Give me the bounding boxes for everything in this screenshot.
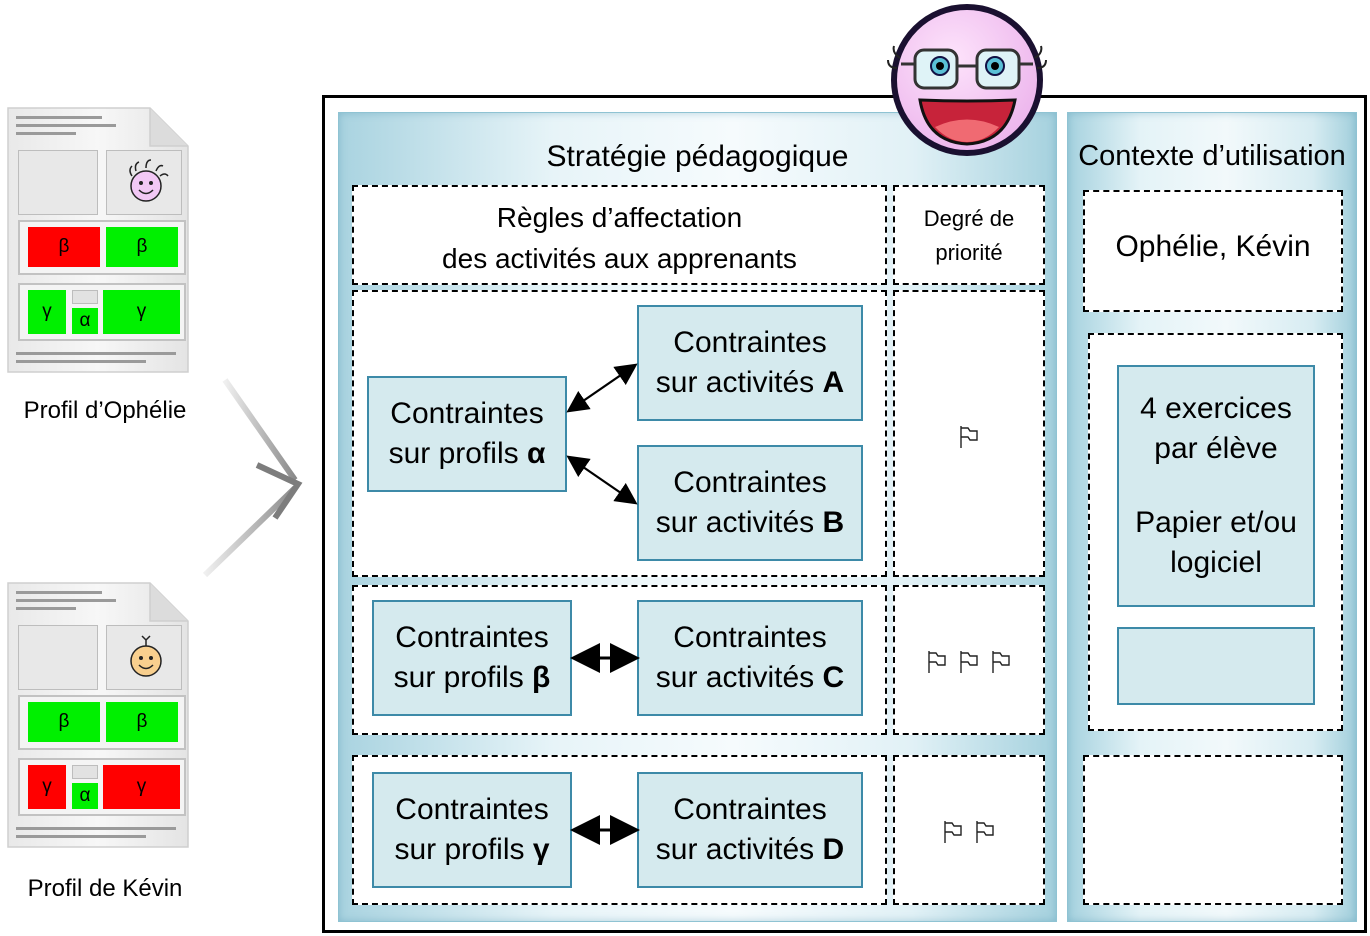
teacher-face-icon — [887, 4, 1047, 156]
boy-face-icon — [130, 635, 162, 677]
priority-header-box — [893, 185, 1045, 285]
priority-header-line: Degré de — [923, 206, 1015, 231]
profile-caption: Profil de Kévin — [27, 875, 183, 902]
context-title: Contexte d’utilisation — [1078, 140, 1346, 172]
flag-icon — [992, 651, 1010, 673]
settings-line: 4 exercices — [1140, 392, 1292, 425]
profile-avatar-frame — [106, 625, 182, 690]
constraint-key: C — [822, 661, 845, 694]
constraint-key: A — [822, 366, 845, 399]
constraint-subtitle: sur profils β — [393, 661, 551, 694]
priority-header: Degré de priorité — [893, 202, 1045, 270]
priority-row-beta — [893, 585, 1045, 735]
profile-photo-placeholder — [18, 625, 98, 690]
constraint-title: Contraintes — [390, 397, 544, 430]
profile-photo-placeholder — [18, 150, 98, 215]
flag-icon — [928, 651, 946, 673]
trait-cell: β — [106, 227, 178, 267]
trait-cell: γ — [103, 290, 180, 334]
rules-header-line: Règles d’affectation — [496, 202, 743, 233]
constraint-title: Contraintes — [395, 793, 549, 826]
constraint-title: Contraintes — [395, 621, 549, 654]
constraint-title: Contraintes — [673, 326, 827, 359]
trait-cell: β — [28, 702, 100, 742]
constraint-activity-c: Contraintes sur activités C — [637, 600, 863, 716]
constraint-key: B — [822, 506, 845, 539]
profile-kevin: β β γ α γ Profil de Kévin — [0, 575, 205, 915]
trait-cell: β — [106, 702, 178, 742]
settings-line: logiciel — [1170, 546, 1262, 579]
constraint-activity-d: Contraintes sur activités D — [637, 772, 863, 888]
constraint-subtitle: sur activités A — [655, 366, 845, 399]
learners-text: Ophélie, Kévin — [1115, 230, 1311, 263]
constraint-profile-beta: Contraintes sur profils β — [372, 600, 572, 716]
constraint-subtitle: sur profils γ — [394, 833, 550, 866]
constraint-subtitle: sur activités D — [655, 833, 845, 866]
priority-header-line: priorité — [935, 240, 1003, 265]
strategy-title: Stratégie pédagogique — [546, 140, 849, 173]
trait-cell: α — [72, 783, 98, 809]
constraint-title: Contraintes — [673, 621, 827, 654]
trait-cell: γ — [28, 765, 66, 809]
flag-icon — [960, 651, 978, 673]
constraint-subtitle: sur profils α — [388, 437, 546, 470]
constraint-title: Contraintes — [673, 466, 827, 499]
constraint-activity-b: Contraintes sur activités B — [637, 445, 863, 561]
rules-header: Règles d’affectation des activités aux a… — [352, 197, 887, 279]
settings-card: 4 exercices par élève Papier et/ou logic… — [1117, 365, 1315, 607]
trait-cell: β — [28, 227, 100, 267]
input-arrow-icon — [202, 378, 303, 578]
empty-context-box — [1083, 755, 1343, 905]
settings-line: Papier et/ou — [1135, 506, 1297, 539]
trait-cell-top — [72, 765, 98, 779]
trait-cell-top — [72, 290, 98, 304]
learners-box — [1083, 190, 1343, 312]
constraint-profile-alpha: Contraintes sur profils α — [367, 376, 567, 492]
constraint-title: Contraintes — [673, 793, 827, 826]
trait-cell: α — [72, 308, 98, 334]
constraint-key: γ — [532, 833, 550, 866]
profile-caption: Profil d’Ophélie — [23, 397, 187, 424]
constraint-profile-gamma: Contraintes sur profils γ — [372, 772, 572, 888]
flag-icon — [976, 821, 994, 843]
rules-header-box — [352, 185, 887, 285]
priority-flags-gamma — [893, 815, 1045, 849]
flag-icon — [944, 821, 962, 843]
constraint-subtitle: sur activités C — [655, 661, 845, 694]
constraint-key: β — [532, 661, 551, 694]
trait-cell: γ — [103, 765, 180, 809]
priority-flags-beta — [893, 645, 1045, 679]
constraint-subtitle: sur activités B — [655, 506, 845, 539]
settings-line: par élève — [1154, 432, 1278, 465]
constraint-key: D — [822, 833, 845, 866]
priority-flags-alpha — [893, 420, 1045, 454]
flag-icon — [960, 426, 978, 448]
constraint-key: α — [526, 437, 546, 470]
girl-face-icon — [129, 159, 169, 202]
settings-card-empty — [1117, 627, 1315, 705]
rules-header-line: des activités aux apprenants — [442, 243, 797, 274]
constraint-activity-a: Contraintes sur activités A — [637, 305, 863, 421]
trait-cell: γ — [28, 290, 66, 334]
profile-ophelie: β β γ α γ Profil d’Ophélie — [0, 100, 205, 440]
priority-row-gamma — [893, 755, 1045, 905]
